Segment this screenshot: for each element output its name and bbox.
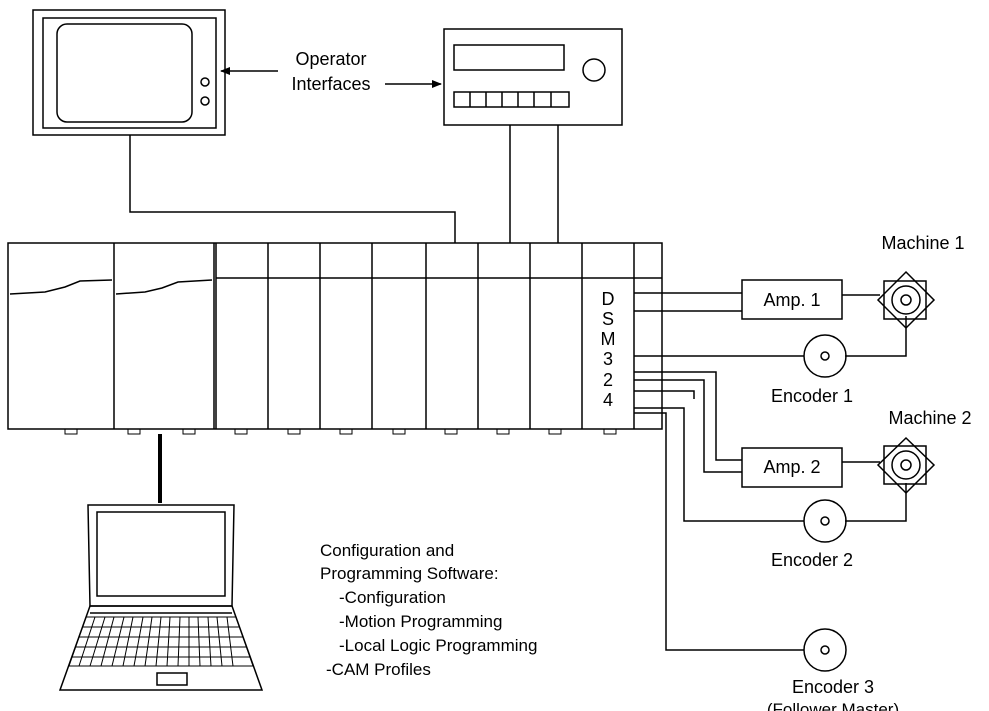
machine-1-label: Machine 1 [881, 233, 964, 253]
software-item-configuration: -Configuration [339, 588, 446, 607]
plc-rack [7, 242, 663, 430]
encoder-2-label: Encoder 2 [771, 550, 853, 570]
amp-2-box [741, 447, 843, 488]
dsm-letter-m: M [601, 329, 616, 349]
rack-connectors [64, 428, 617, 435]
machine-2-label: Machine 2 [888, 408, 971, 428]
encoder-3-sublabel: (Follower Master) [767, 700, 899, 711]
operator-panel [443, 28, 623, 126]
amp-2-label: Amp. 2 [763, 457, 820, 477]
dsm-wiring [634, 292, 907, 651]
encoder-1 [803, 334, 847, 378]
software-title-2: Programming Software: [320, 564, 499, 583]
dsm-letter-4: 4 [603, 390, 613, 410]
encoder-3 [803, 628, 847, 672]
encoder-2 [803, 499, 847, 543]
software-item-local-logic-programming: -Local Logic Programming [339, 636, 537, 655]
dsm-letter-3: 3 [603, 349, 613, 369]
operator-interfaces-label-2: Interfaces [291, 74, 370, 94]
monitor-cable [129, 135, 456, 243]
dsm-letter-2: 2 [603, 370, 613, 390]
amp-1-label: Amp. 1 [763, 290, 820, 310]
machine-2-motor [876, 436, 936, 495]
software-title-1: Configuration and [320, 541, 454, 560]
laptop-keyboard [68, 616, 254, 667]
operator-interfaces-label-1: Operator [295, 49, 366, 69]
dsm-letter-s: S [602, 309, 614, 329]
machine-1-motor [876, 270, 936, 330]
encoder-3-label: Encoder 3 [792, 677, 874, 697]
amp-1-box [741, 279, 843, 320]
laptop [58, 504, 264, 691]
software-item-cam-profiles: -CAM Profiles [326, 660, 431, 679]
encoder-1-label: Encoder 1 [771, 386, 853, 406]
dsm-letter-d: D [602, 289, 615, 309]
operator-monitor [32, 9, 226, 136]
software-item-motion-programming: -Motion Programming [339, 612, 502, 631]
